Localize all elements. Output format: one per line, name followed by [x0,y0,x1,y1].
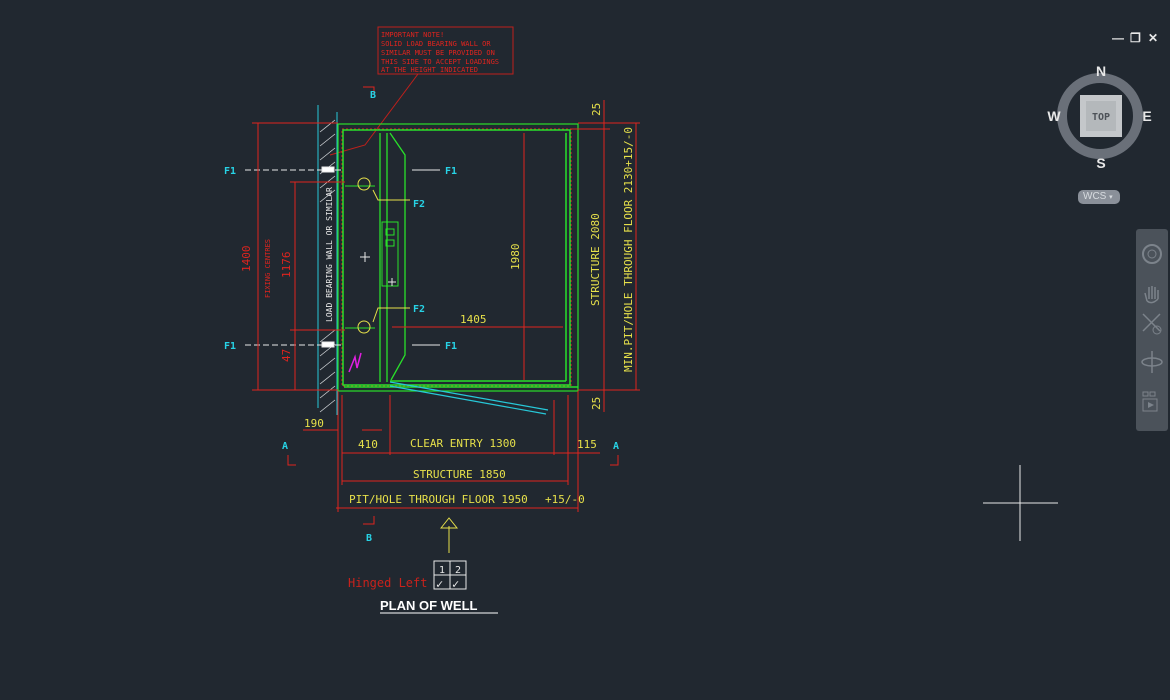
label-f1: F1 [224,341,236,352]
svg-text:25: 25 [590,397,603,410]
svg-text:+15/-0: +15/-0 [545,493,585,506]
restore-button[interactable]: ❐ [1130,31,1141,45]
svg-text:MIN.PIT/HOLE THROUGH FLOOR 213: MIN.PIT/HOLE THROUGH FLOOR 2130+15/-0 [622,127,635,372]
svg-text:2: 2 [455,565,461,576]
svg-text:✓: ✓ [452,577,459,591]
svg-text:THIS SIDE TO ACCEPT LOADINGS: THIS SIDE TO ACCEPT LOADINGS [381,58,499,66]
fixing-arrows [245,166,440,348]
hatch-line [319,147,336,161]
viewcube[interactable]: TOP N S E W [1047,63,1151,171]
svg-text:E: E [1142,108,1151,124]
section-marker-a: A [282,441,288,452]
hatch-line [319,133,336,147]
important-note: IMPORTANT NOTE! SOLID LOAD BEARING WALL … [329,26,514,156]
hatch-line [319,329,336,343]
chevron-down-icon: ▾ [1109,194,1113,201]
svg-text:STRUCTURE 2080: STRUCTURE 2080 [589,213,602,306]
hatch-line [319,371,336,385]
hinge-box: 1 2 ✓ ✓ [433,560,467,591]
svg-text:1405: 1405 [460,313,487,326]
label-f1: F1 [224,166,236,177]
entry-arrow [439,517,459,553]
svg-text:AT THE HEIGHT INDICATED: AT THE HEIGHT INDICATED [381,66,478,74]
svg-text:TOP: TOP [1092,112,1110,123]
svg-text:410: 410 [358,438,378,451]
svg-text:W: W [1047,108,1061,124]
svg-text:1: 1 [439,565,445,576]
svg-text:1176: 1176 [280,252,293,279]
section-marker-a: A [613,441,619,452]
svg-text:SIMILAR MUST BE PROVIDED ON: SIMILAR MUST BE PROVIDED ON [381,49,495,57]
orbit-icon[interactable] [1140,349,1164,375]
svg-text:FIXING CENTRES: FIXING CENTRES [264,239,272,298]
svg-text:✓: ✓ [436,577,443,591]
showmotion-icon[interactable] [1140,389,1164,415]
minimize-button[interactable]: — [1112,31,1124,45]
zoom-extents-icon[interactable] [1140,311,1164,337]
hinged-left-label: Hinged Left [348,576,427,590]
hatch-line [319,399,336,413]
hatch-line [319,119,336,133]
drawing-title: PLAN OF WELL [380,598,478,613]
pan-icon[interactable] [1140,281,1164,307]
dimension-lines [252,86,640,525]
lift-shaft [337,123,579,415]
svg-text:IMPORTANT NOTE!: IMPORTANT NOTE! [381,31,444,39]
svg-text:S: S [1096,155,1105,171]
navigation-bar[interactable] [1136,229,1168,431]
hatch-line [319,385,336,399]
label-f1: F1 [445,166,457,177]
crosshair-cursor [983,465,1058,541]
svg-text:N: N [1096,63,1106,79]
svg-text:CLEAR ENTRY 1300: CLEAR ENTRY 1300 [410,437,516,450]
svg-text:1980: 1980 [509,244,522,271]
svg-text:STRUCTURE 1850: STRUCTURE 1850 [413,468,506,481]
svg-text:LOAD BEARING WALL OR SIMILAR: LOAD BEARING WALL OR SIMILAR [325,187,334,322]
svg-text:1400: 1400 [240,246,253,273]
close-button[interactable]: ✕ [1148,31,1159,45]
load-bearing-wall: LOAD BEARING WALL OR SIMILAR [317,105,338,415]
svg-text:190: 190 [304,417,324,430]
hatch-line [319,357,336,371]
svg-text:25: 25 [590,103,603,116]
section-marker-b: B [370,90,376,101]
section-marker-b: B [366,533,372,544]
svg-text:SOLID LOAD BEARING WALL OR: SOLID LOAD BEARING WALL OR [381,40,491,48]
svg-text:PIT/HOLE THROUGH FLOOR 1950: PIT/HOLE THROUGH FLOOR 1950 [349,493,528,506]
steering-wheel-icon[interactable] [1140,241,1164,267]
label-f1: F1 [445,341,457,352]
label-f2: F2 [413,199,425,210]
wcs-menu[interactable]: WCS ▾ [1078,190,1120,204]
hatch-line [319,189,336,203]
svg-text:115: 115 [577,438,597,451]
svg-text:47: 47 [280,349,293,362]
label-f2: F2 [413,304,425,315]
